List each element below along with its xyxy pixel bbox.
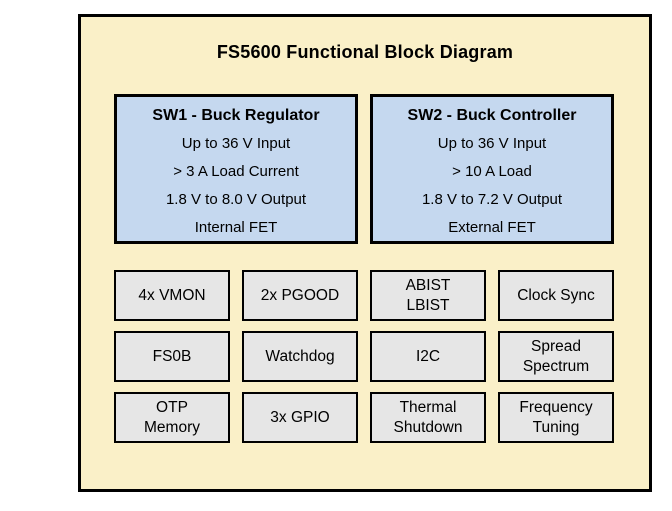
- block-i2c: I2C: [370, 331, 486, 382]
- block-spread-spectrum: Spread Spectrum: [498, 331, 614, 382]
- block-fs0b: FS0B: [114, 331, 230, 382]
- sw1-block-details: Up to 36 V Input > 3 A Load Current 1.8 …: [165, 135, 307, 236]
- block-3x-gpio: 3x GPIO: [242, 392, 358, 443]
- block-frequency-tuning: Frequency Tuning: [498, 392, 614, 443]
- block-thermal-shutdown: Thermal Shutdown: [370, 392, 486, 443]
- diagram-title: FS5600 Functional Block Diagram: [216, 42, 514, 62]
- feature-grid: 4x VMON 2x PGOOD ABIST LBIST Clock Sync …: [114, 270, 614, 443]
- block-clock-sync: Clock Sync: [498, 270, 614, 321]
- sw2-block-title: SW2 - Buck Controller: [407, 107, 577, 124]
- sw1-block-title: SW1 - Buck Regulator: [152, 107, 320, 124]
- sw1-buck-regulator-block: SW1 - Buck Regulator Up to 36 V Input > …: [114, 94, 358, 244]
- diagram-outer-frame: FS5600 Functional Block Diagram SW1 - Bu…: [78, 14, 652, 492]
- block-watchdog: Watchdog: [242, 331, 358, 382]
- block-4x-vmon: 4x VMON: [114, 270, 230, 321]
- block-otp-memory: OTP Memory: [114, 392, 230, 443]
- sw2-block-details: Up to 36 V Input > 10 A Load 1.8 V to 7.…: [421, 135, 563, 236]
- block-abist-lbist: ABIST LBIST: [370, 270, 486, 321]
- sw2-buck-controller-block: SW2 - Buck Controller Up to 36 V Input >…: [370, 94, 614, 244]
- block-2x-pgood: 2x PGOOD: [242, 270, 358, 321]
